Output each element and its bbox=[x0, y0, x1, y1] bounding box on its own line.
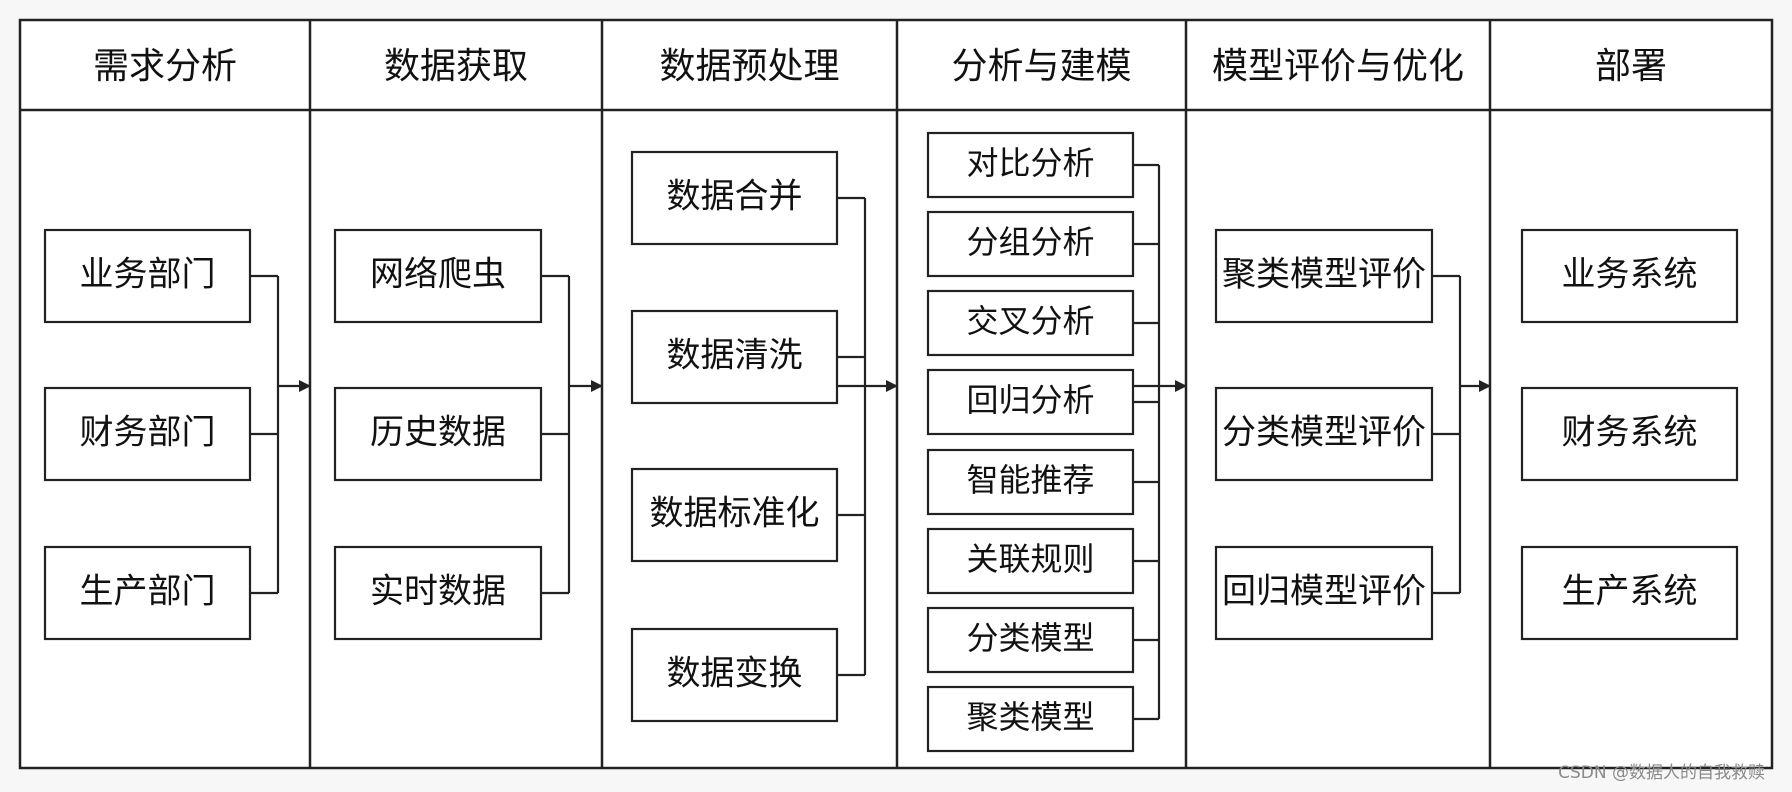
stage-box bbox=[926, 606, 1135, 674]
stage-box bbox=[1214, 386, 1434, 482]
stage-box bbox=[333, 386, 543, 482]
stage-box-label: 数据变换 bbox=[667, 654, 803, 694]
stage-box bbox=[1214, 545, 1434, 641]
stage-box-label: 数据清洗 bbox=[667, 336, 803, 376]
header-modeling: 分析与建模 bbox=[951, 46, 1131, 87]
header-requirements: 需求分析 bbox=[93, 46, 237, 87]
stage-box-label: 分类模型评价 bbox=[1222, 413, 1426, 453]
stage-box bbox=[43, 386, 252, 482]
stage-box bbox=[926, 210, 1135, 278]
header-preprocessing: 数据预处理 bbox=[659, 46, 839, 87]
stage-box bbox=[333, 545, 543, 641]
stage-box bbox=[630, 150, 839, 246]
stage-box-label: 回归模型评价 bbox=[1222, 572, 1426, 612]
stage-box-label: 智能推荐 bbox=[966, 461, 1094, 499]
column-dividers bbox=[308, 20, 1492, 768]
stage-box bbox=[1520, 228, 1739, 324]
stage-box-label: 聚类模型 bbox=[966, 698, 1094, 736]
stage-box bbox=[43, 545, 252, 641]
stage-box-label: 聚类模型评价 bbox=[1222, 255, 1426, 295]
stage-box bbox=[333, 228, 543, 324]
stage-box bbox=[43, 228, 252, 324]
stage-box bbox=[630, 627, 839, 723]
stage-box-label: 数据合并 bbox=[667, 177, 803, 217]
stage-box-label: 生产系统 bbox=[1562, 572, 1698, 612]
stage-box-label: 财务部门 bbox=[80, 413, 216, 453]
watermark: CSDN @数据人的自我救赎 bbox=[1558, 763, 1765, 783]
stage-box-label: 历史数据 bbox=[370, 413, 506, 453]
stage-box-label: 分组分析 bbox=[966, 223, 1094, 261]
stage-box bbox=[926, 131, 1135, 199]
stage-box-label: 对比分析 bbox=[966, 144, 1094, 182]
header-evaluation: 模型评价与优化 bbox=[1212, 46, 1464, 87]
stage-box bbox=[1520, 386, 1739, 482]
stage-box-label: 回归分析 bbox=[966, 381, 1094, 419]
header-acquisition: 数据获取 bbox=[384, 46, 528, 87]
stage-box-label: 财务系统 bbox=[1562, 413, 1698, 453]
stage-box bbox=[926, 448, 1135, 516]
stage-box-label: 关联规则 bbox=[966, 540, 1094, 578]
stage-box bbox=[926, 527, 1135, 595]
connectors bbox=[250, 163, 1491, 721]
stage-box-label: 网络爬虫 bbox=[370, 255, 506, 295]
stage-box-label: 数据标准化 bbox=[650, 494, 820, 534]
stage-box-label: 实时数据 bbox=[370, 572, 506, 612]
stage-box bbox=[926, 289, 1135, 357]
stage-box-label: 业务部门 bbox=[80, 255, 216, 295]
stage-box-label: 业务系统 bbox=[1562, 255, 1698, 295]
stage-box-label: 交叉分析 bbox=[966, 302, 1094, 340]
column-headers: 需求分析 数据获取 数据预处理 分析与建模 模型评价与优化 部署 bbox=[93, 46, 1667, 87]
stage-box bbox=[926, 368, 1135, 436]
stage-box bbox=[1520, 545, 1739, 641]
stage-box-label: 生产部门 bbox=[80, 572, 216, 612]
stage-box bbox=[630, 467, 839, 563]
stage-box bbox=[1214, 228, 1434, 324]
stage-box-label: 分类模型 bbox=[966, 619, 1094, 657]
stage-box bbox=[630, 309, 839, 405]
header-deployment: 部署 bbox=[1595, 46, 1667, 87]
